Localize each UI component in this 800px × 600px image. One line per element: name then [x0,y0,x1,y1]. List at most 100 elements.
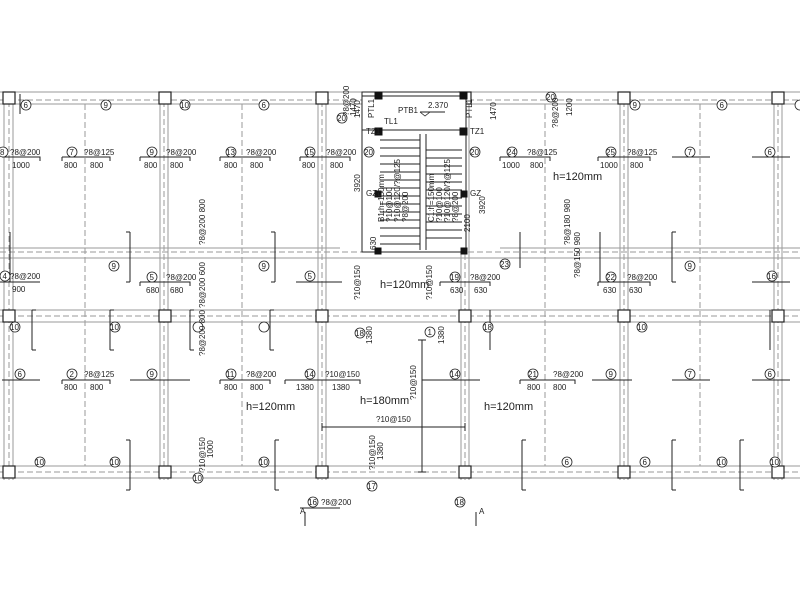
stair-column [460,190,468,198]
label-r3-2-spec: ?10@150 [325,370,360,379]
label-r1-5-num: 25 [606,148,615,157]
label-r2-vert-4: ?8@180 980 [563,199,572,245]
label-top-mid-9: 9 [104,101,109,110]
label-r2-vert-0: ?8@200 800 [198,199,207,245]
stair-gz-left: GZ [366,189,377,198]
label-r1-3-d1: 800 [302,161,316,170]
label-r2-2-d1: 630 [603,286,617,295]
stair-column [459,127,468,136]
label-r1-4-d2: 800 [530,161,544,170]
stair-dim-1470-right: 1470 [489,102,498,120]
label-r1-0-num: 7 [70,148,75,157]
label-r3-3-d1: 800 [527,383,541,392]
label-r1-3-d2: 800 [330,161,344,170]
column [315,465,329,479]
label-r2-circle-5: 16 [767,272,776,281]
label-r2-0-d2: 680 [170,286,184,295]
label-r1-right-6: 6 [768,148,773,157]
top-row-rebar: 6 9 10 6 9 6 20 ?8@200 1470 20 ?8@200 12… [0,85,800,183]
label-r1-stair-left: 20 [364,148,373,157]
label-mid-circle-2: 18 [355,329,364,338]
label-r1-stair-right: 20 [470,148,479,157]
svg-text:?10@100: ?10@100 [385,187,394,222]
label-bottom-circle-2: 10 [193,474,202,483]
slab-h120-center: h=120mm [380,279,429,291]
label-h180-vert2: ?10@150 [368,435,377,470]
label-r1-1-num: 9 [150,148,155,157]
label-bottom-spec: ?10@150 [198,437,207,472]
row3-rebar: 10 10 ?8@200 800 18 1380 1 1380 18 10 6 … [2,309,790,473]
label-r3-circle-2: 14 [450,370,459,379]
stair-elevation: 2.370 [428,101,449,110]
svg-text:C1:h=150mm: C1:h=150mm [427,173,436,222]
stair-dim-3920-right: 3920 [478,196,487,214]
label-bottom-circle-1: 10 [110,458,119,467]
row2-rebar: 4 ?8@200 900 9 5 ?8@200 680 680 ?8@200 8… [0,199,790,308]
label-r1-4-num: 24 [507,148,516,157]
column [617,91,631,105]
label-top-dim-right: 1200 [565,98,574,116]
label-r3-3-num: 21 [528,370,537,379]
label-r1-2-d1: 800 [224,161,238,170]
label-mid-circle-0: 10 [10,323,19,332]
label-r1-3-num: 15 [305,148,314,157]
label-r2-vert-2: ?10@150 [353,265,362,300]
label-r2-1-d1: 630 [450,286,464,295]
label-r2-circle-1: 9 [262,262,267,271]
label-bottom-circle-6a: 6 [565,458,570,467]
label-r1-1-d1: 800 [144,161,158,170]
stair-tz1-left: TZ1 [366,127,381,136]
label-r2-left-dim: 900 [12,285,26,294]
label-r3-1-d2: 800 [250,383,264,392]
stair-right-notes: C1:h=150mm ?10@100 ?10@120/?@125 ?8@200 [427,158,460,222]
label-r1-0-spec: ?8@125 [84,148,115,157]
label-r2-1-d2: 630 [474,286,488,295]
label-bottom-spec-mid: ?8@200 [321,498,352,507]
stair-treads-left [380,139,420,245]
label-r1-left-num: 8 [0,148,5,157]
label-mid-circle-4: 18 [483,323,492,332]
label-r1-2-spec: ?8@200 [246,148,277,157]
label-r1-2-num: 13 [226,148,235,157]
slab-h180: h=180mm [360,395,409,407]
label-r3-0-num: 2 [70,370,75,379]
label-bottom-dim: 1000 [206,440,215,458]
stair-column [374,127,383,136]
label-r3-circle-1: 9 [150,370,155,379]
label-r1-1-spec: ?8@200 [166,148,197,157]
label-top-right-9: 9 [633,101,638,110]
label-r1-2-d2: 800 [250,161,264,170]
stair-dim-630: 630 [369,236,378,250]
stair-treads-right [426,149,462,239]
column [771,465,785,479]
label-r3-0-d1: 800 [64,383,78,392]
label-r3-2-d1: 1380 [296,383,314,392]
stair-well: PTB1 2.370 TL1 TZ1 TZ1 GZ GZ PTL1 PTL1 3… [353,91,498,255]
label-bottom-circle-10a: 10 [717,458,726,467]
label-r3-2-num: 14 [305,370,314,379]
label-bottom-circle-18: 18 [455,498,464,507]
label-r2-circle-0: 9 [112,262,117,271]
column [2,91,16,105]
label-bottom-circle-17: 17 [367,482,376,491]
svg-text:?10@120/?@125: ?10@120/?@125 [393,158,402,222]
svg-text:B1:h=150mm: B1:h=150mm [377,174,386,222]
stair-column [374,190,382,198]
column [158,465,172,479]
label-r3-0-d2: 800 [90,383,104,392]
label-r2-circle-2: 5 [308,272,313,281]
bottom-row-rebar: 10 10 10 ?10@150 1000 10 ?10@150 1380 17… [34,435,781,526]
svg-text:?10@120/?@125: ?10@120/?@125 [443,158,452,222]
column [2,309,16,323]
stair-column [374,91,383,100]
label-r3-3-spec: ?8@200 [553,370,584,379]
label-mid-vert-0: ?8@200 800 [198,310,207,356]
stair-tl1-label: TL1 [384,117,398,126]
label-r2-left-spec: ?8@200 [10,272,41,281]
label-r2-1-num: 19 [450,273,459,282]
stair-dim-2100: 2100 [463,214,472,232]
label-r3-circle-5: 6 [768,370,773,379]
label-r2-0-d1: 680 [146,286,160,295]
label-r2-circle-3: 23 [500,260,509,269]
label-r3-circle-4: 7 [688,370,693,379]
